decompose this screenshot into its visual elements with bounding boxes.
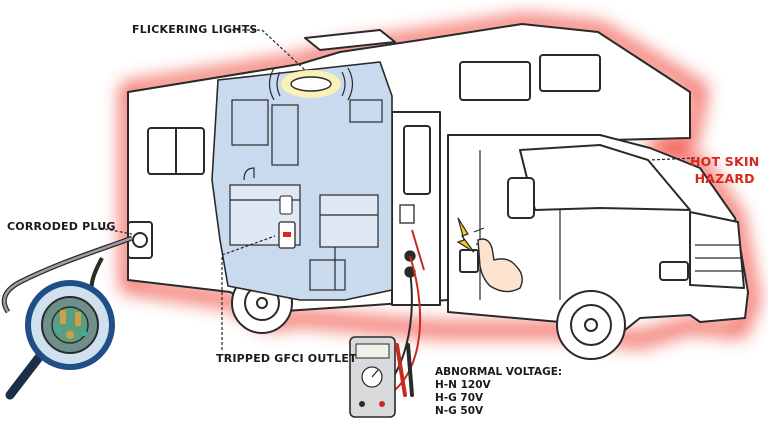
interior-cutaway <box>211 61 393 301</box>
hand-pointer-icon <box>477 238 523 293</box>
callout-hot-skin-hazard: HOT SKIN HAZARD <box>690 153 759 187</box>
hot-skin-line2: HAZARD <box>694 171 755 186</box>
test-point-panel <box>399 204 416 278</box>
reading-n-g: N-G 50V <box>435 405 484 417</box>
voltage-readout: ABNORMAL VOLTAGE: H-N 120V H-G 70V N-G 5… <box>435 366 562 418</box>
reading-h-g: H-G 70V <box>435 392 484 404</box>
callout-flickering-lights: FLICKERING LIGHTS <box>132 23 258 36</box>
leader-lines <box>99 29 696 350</box>
callout-corroded-plug: CORRODED PLUG <box>7 220 116 233</box>
voltage-heading: ABNORMAL VOLTAGE: <box>435 366 563 378</box>
multimeter-icon <box>349 336 414 418</box>
magnifier-icon <box>5 280 115 400</box>
ceiling-light-icon <box>268 67 354 101</box>
gfci-outlet-icon <box>278 221 296 249</box>
hot-skin-line1: HOT SKIN <box>690 154 760 169</box>
callout-tripped-gfci: TRIPPED GFCI OUTLET <box>216 352 357 365</box>
reading-h-n: H-N 120V <box>435 379 491 391</box>
